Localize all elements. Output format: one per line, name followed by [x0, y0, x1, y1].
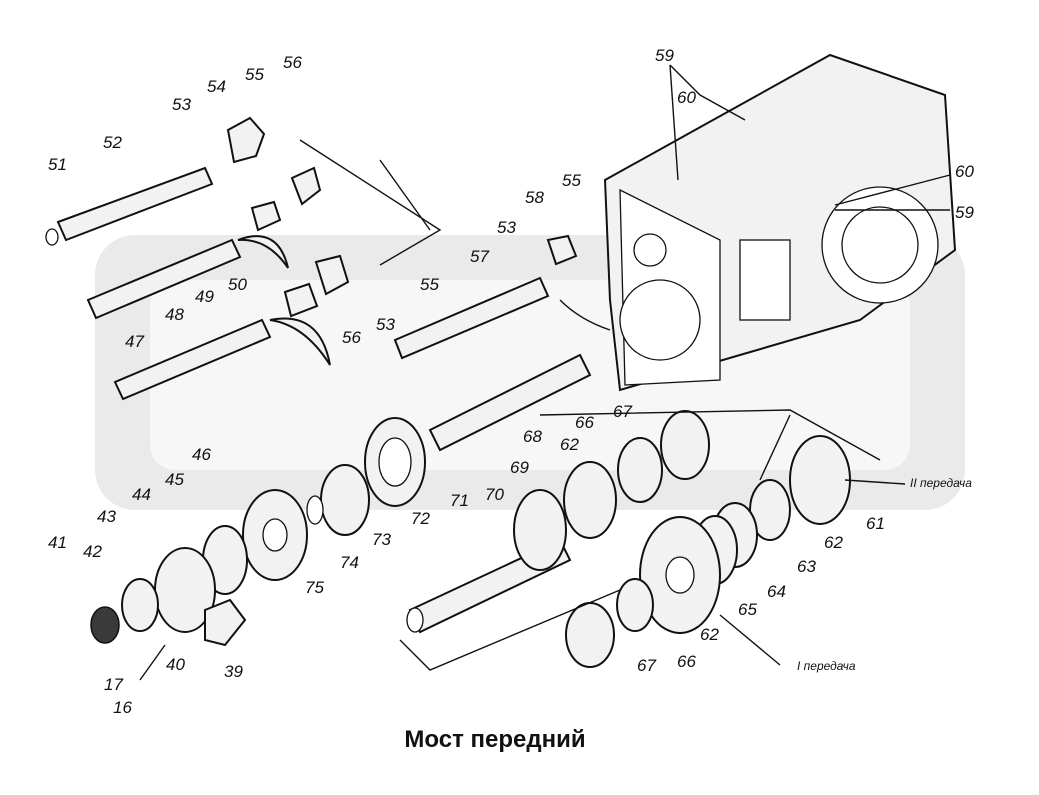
part-label: 64	[767, 582, 786, 601]
part-label: 67	[613, 402, 632, 421]
bearing-67-bottom	[565, 602, 615, 668]
part-label: 63	[797, 557, 816, 576]
part-labels: 51 52 54 55 56 53 50 55 49 48 47 56 53 5…	[48, 46, 974, 717]
part-label: 66	[677, 652, 696, 671]
part-label: 74	[340, 553, 359, 572]
part-label: 56	[283, 53, 302, 72]
nut-41	[90, 606, 120, 644]
head-54	[226, 116, 266, 164]
part-label: 49	[195, 287, 214, 306]
note-gear-2: II передача	[910, 476, 972, 490]
ring-74	[306, 495, 324, 525]
part-label: 53	[376, 315, 395, 334]
rail-48	[113, 318, 272, 401]
gear-68	[563, 461, 617, 539]
part-label: 50	[228, 275, 247, 294]
part-label: 57	[470, 247, 489, 266]
head-56	[290, 166, 322, 206]
part-label: 71	[450, 491, 469, 510]
part-label: 43	[97, 507, 116, 526]
fork-49-hub	[283, 282, 319, 318]
note-gear-1: I передача	[797, 659, 856, 673]
part-label: 47	[125, 332, 144, 351]
part-label: 58	[525, 188, 544, 207]
gear-73	[320, 464, 370, 536]
part-label: 56	[342, 328, 361, 347]
part-label: 17	[104, 675, 123, 694]
part-label: 70	[485, 485, 504, 504]
part-label: 61	[866, 514, 885, 533]
housing	[603, 53, 957, 392]
part-label: 16	[113, 698, 132, 717]
gears	[90, 410, 851, 681]
fork-53	[559, 299, 611, 331]
part-label: 60	[955, 162, 974, 181]
part-label: 53	[172, 95, 191, 114]
bearing-67-top	[660, 410, 710, 480]
rail-47	[86, 238, 242, 320]
part-label: 68	[523, 427, 542, 446]
part-label: 60	[677, 88, 696, 107]
part-label: 54	[207, 77, 226, 96]
shift-rails	[45, 166, 550, 401]
part-label: 39	[224, 662, 243, 681]
part-label: 75	[305, 578, 324, 597]
fork-50	[237, 235, 289, 269]
shift-forks	[226, 116, 611, 366]
part-label: 66	[575, 413, 594, 432]
leader-lines	[299, 64, 951, 671]
circlip-51	[45, 228, 59, 246]
fork-49	[269, 317, 331, 366]
plate-39	[204, 598, 247, 647]
part-label: 46	[192, 445, 211, 464]
part-label: 55	[245, 65, 264, 84]
spacer-62	[617, 437, 663, 503]
part-label: 40	[166, 655, 185, 674]
part-label: 59	[655, 46, 674, 65]
part-label: 51	[48, 155, 67, 174]
diagram-caption: Мост передний	[404, 726, 586, 753]
part-label: 67	[637, 656, 656, 675]
part-label: 42	[83, 542, 102, 561]
part-label: 59	[955, 203, 974, 222]
rail-52	[56, 166, 214, 242]
part-label: 48	[165, 305, 184, 324]
rail-57	[393, 276, 550, 360]
bearing-42	[121, 578, 159, 632]
part-label: 69	[510, 458, 529, 477]
part-label: 72	[411, 509, 430, 528]
head-56-lower	[314, 254, 350, 296]
part-label: 62	[700, 625, 719, 644]
part-label: 41	[48, 533, 67, 552]
head-58	[546, 234, 578, 266]
part-label: 62	[824, 533, 843, 552]
gear-69	[513, 489, 567, 571]
part-label: 73	[372, 530, 391, 549]
part-label: 53	[497, 218, 516, 237]
part-label: 45	[165, 470, 184, 489]
spacer-62-b	[616, 578, 654, 632]
fork-50-hub	[250, 200, 282, 232]
part-label: 55	[420, 275, 439, 294]
part-label: 55	[562, 171, 581, 190]
part-label: 52	[103, 133, 122, 152]
part-label: 44	[132, 485, 151, 504]
part-label: 62	[560, 435, 579, 454]
gear-61	[789, 435, 851, 525]
bolt-17	[139, 644, 166, 681]
part-label: 65	[738, 600, 757, 619]
